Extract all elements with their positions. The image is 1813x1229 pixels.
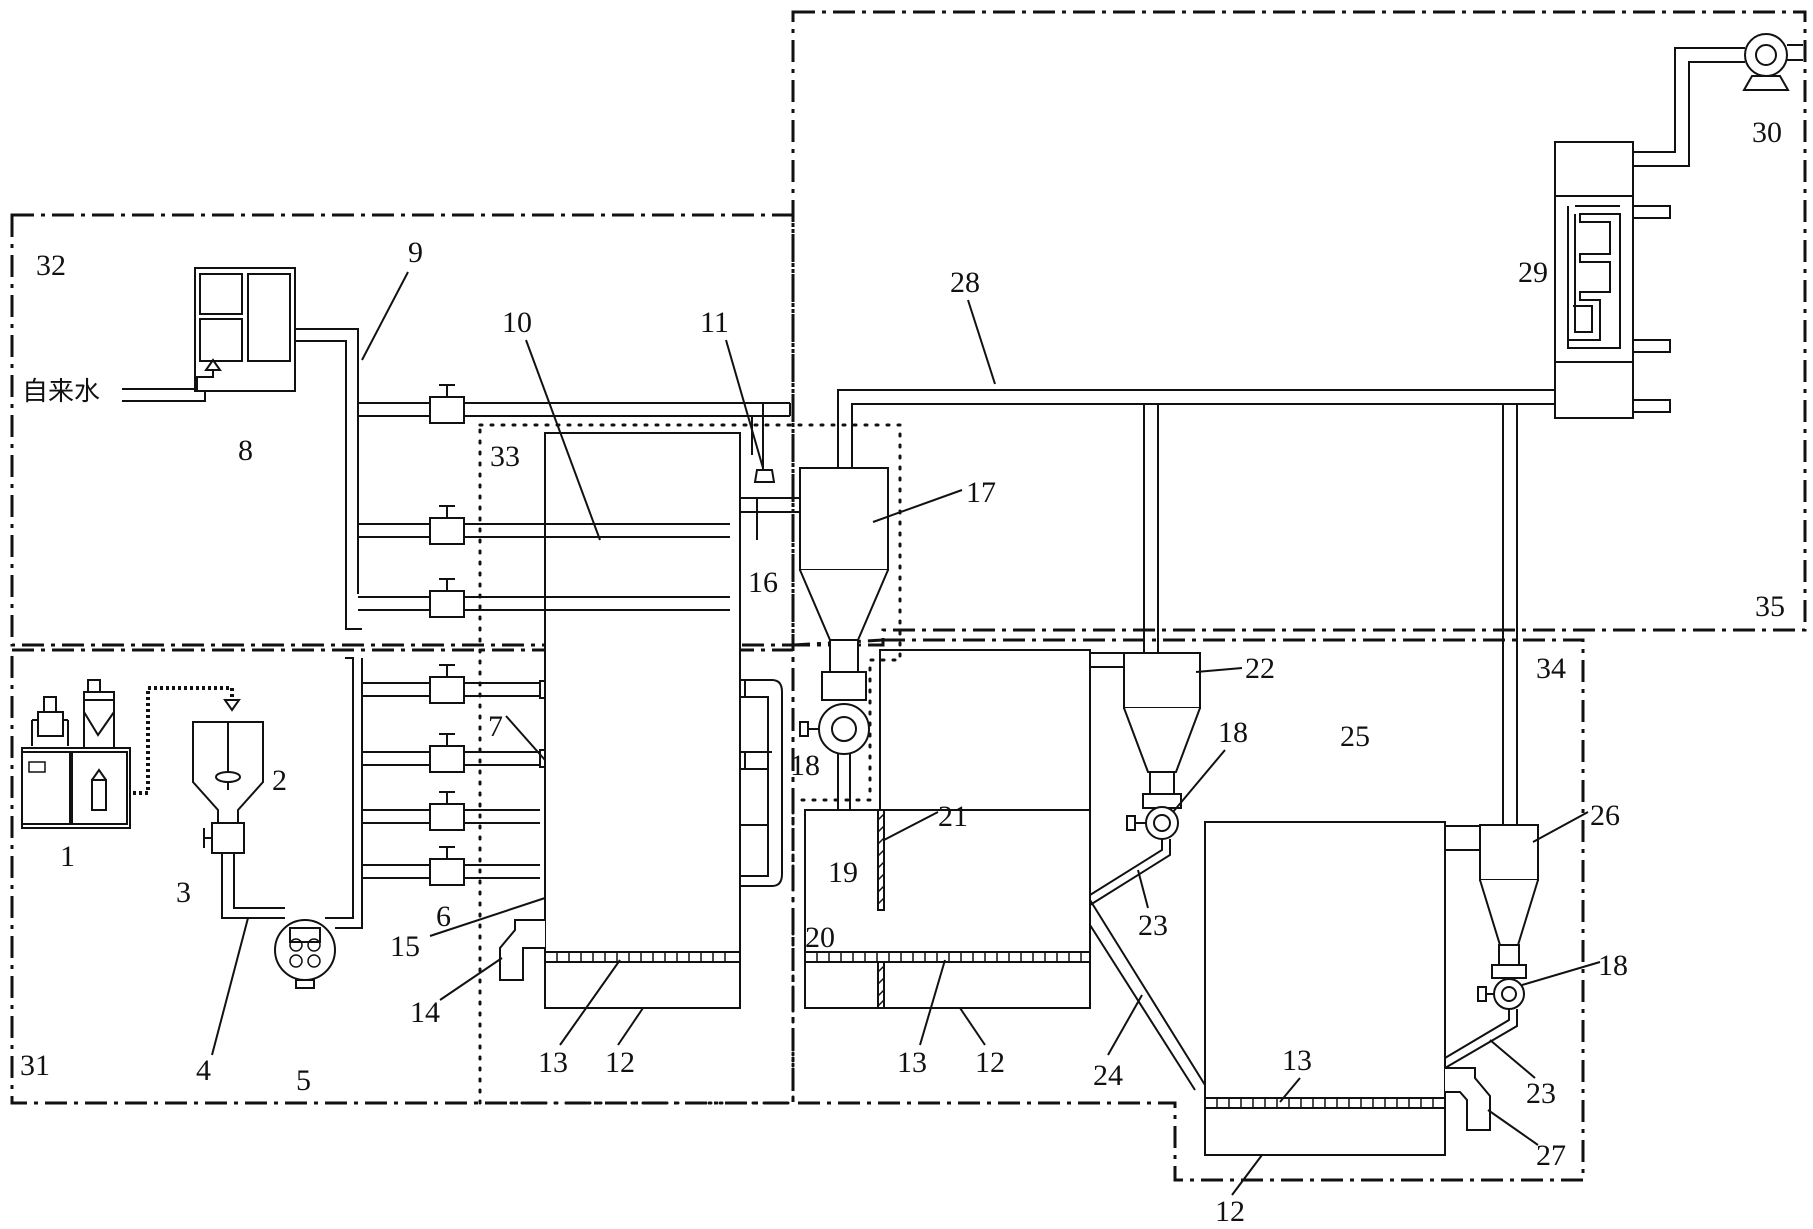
label-30: 30: [1752, 116, 1782, 149]
label-12c: 12: [1215, 1195, 1245, 1228]
label-23b: 23: [1526, 1077, 1556, 1110]
label-17: 17: [966, 476, 996, 509]
zone-35: [791, 10, 1807, 647]
cyclone-17: [799, 389, 1555, 810]
zone-33: [478, 423, 902, 1105]
label-1: 1: [60, 840, 75, 873]
equipment-8-water-tank: [122, 267, 362, 630]
label-34: 34: [1536, 652, 1566, 685]
pipe-24: [1089, 899, 1206, 1091]
label-35: 35: [1755, 590, 1785, 623]
valve-3: [211, 822, 245, 854]
label-21: 21: [938, 800, 968, 833]
label-18c: 18: [1598, 949, 1628, 982]
label-14: 14: [410, 996, 440, 1029]
cyclone-22: [1089, 404, 1201, 906]
cyclone-26: [1444, 404, 1539, 1069]
label-12a: 12: [605, 1046, 635, 1079]
label-24: 24: [1093, 1059, 1123, 1092]
fan-30: [1742, 33, 1803, 91]
lower-manifold: [361, 664, 560, 892]
label-18a: 18: [790, 749, 820, 782]
label-7: 7: [488, 710, 503, 743]
label-28: 28: [950, 266, 980, 299]
equipment-1-generator: [21, 679, 241, 829]
equipment-2-mixing-tank: [192, 657, 363, 989]
label-12b: 12: [975, 1046, 1005, 1079]
label-13c: 13: [1282, 1044, 1312, 1077]
label-19: 19: [828, 856, 858, 889]
label-33: 33: [490, 440, 520, 473]
label-22: 22: [1245, 652, 1275, 685]
label-6: 6: [436, 900, 451, 933]
reactor-15: [499, 403, 800, 1009]
label-4: 4: [196, 1054, 211, 1087]
label-9: 9: [408, 236, 423, 269]
label-20: 20: [805, 921, 835, 954]
label-23a: 23: [1138, 909, 1168, 942]
label-25: 25: [1340, 720, 1370, 753]
label-3: 3: [176, 876, 191, 909]
label-13b: 13: [897, 1046, 927, 1079]
label-16: 16: [748, 566, 778, 599]
label-5: 5: [296, 1064, 311, 1097]
label-18b: 18: [1218, 716, 1248, 749]
label-8: 8: [238, 434, 253, 467]
label-31: 31: [20, 1049, 50, 1082]
label-32: 32: [36, 249, 66, 282]
label-15: 15: [390, 930, 420, 963]
zone-31: [10, 648, 795, 1105]
label-29: 29: [1518, 256, 1548, 289]
labels: 自来水 1 2 3 4 5 6 7 8 9 10 11 12 12 12 13 …: [20, 116, 1785, 1228]
label-10: 10: [502, 306, 532, 339]
label-tap-water: 自来水: [22, 377, 100, 407]
label-26: 26: [1590, 799, 1620, 832]
label-13a: 13: [538, 1046, 568, 1079]
label-27: 27: [1536, 1139, 1566, 1172]
vessel-20: [804, 649, 1124, 1009]
zone-34: [791, 638, 1585, 1182]
zone-boundaries: [10, 10, 1807, 1182]
label-2: 2: [272, 764, 287, 797]
heat-exchanger-29: [1554, 47, 1745, 419]
vessel-25: [1204, 821, 1491, 1156]
label-11: 11: [700, 306, 729, 339]
